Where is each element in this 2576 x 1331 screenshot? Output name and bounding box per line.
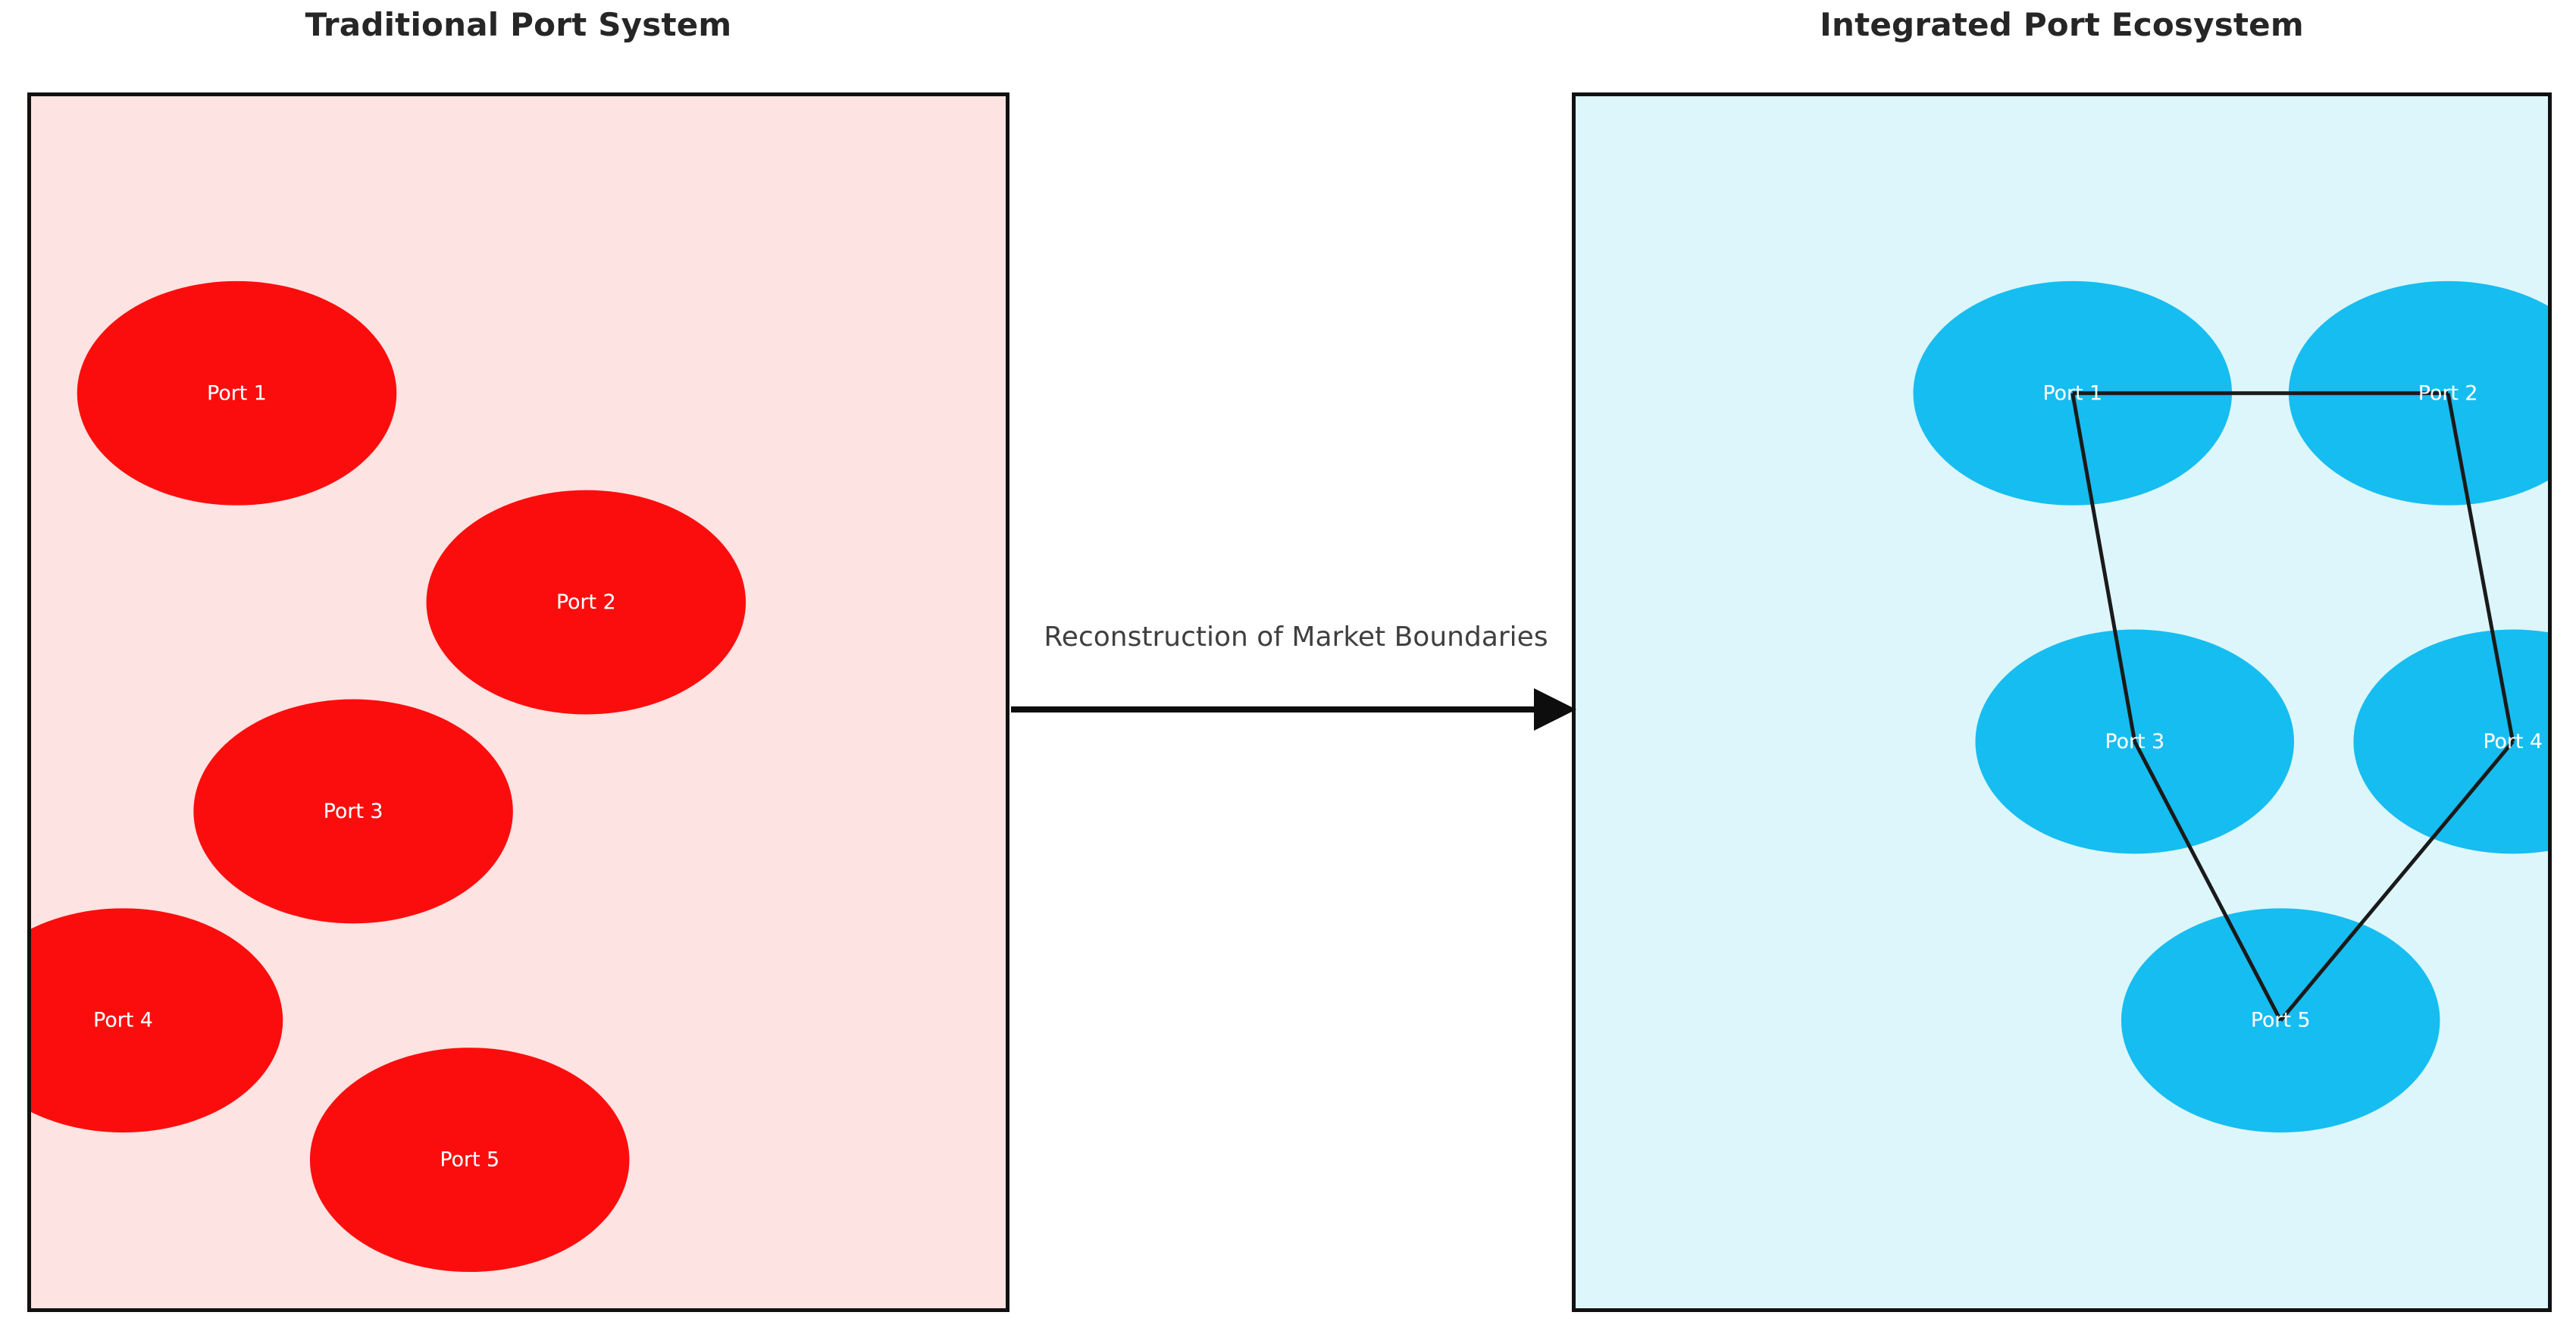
port-ellipse[interactable] — [193, 699, 513, 924]
edge-port-1-to-port-3 — [2071, 393, 2137, 742]
transition-arrow-icon — [1011, 688, 1576, 731]
edge-port-3-to-port-5 — [2133, 741, 2283, 1022]
port-ellipse[interactable] — [1913, 280, 2233, 506]
port-node-4[interactable]: Port 4 — [2353, 629, 2548, 854]
port-node-1[interactable]: Port 1 — [77, 280, 397, 506]
port-node-5[interactable]: Port 5 — [309, 1048, 630, 1273]
port-node-4[interactable]: Port 4 — [31, 908, 283, 1133]
port-node-2[interactable]: Port 2 — [426, 490, 747, 715]
transition-label: Reconstruction of Market Boundaries — [1044, 622, 1548, 653]
left-panel-title: Traditional Port System — [305, 6, 732, 43]
transition-arrow-group: Reconstruction of Market Boundaries — [1000, 622, 1592, 766]
port-ellipse[interactable] — [31, 908, 283, 1133]
port-node-3[interactable]: Port 3 — [193, 699, 513, 924]
edge-layer — [2071, 391, 2515, 1022]
edge-port-2-to-port-4 — [2446, 393, 2515, 742]
port-ellipse[interactable] — [426, 490, 747, 715]
right-panel-title: Integrated Port Ecosystem — [1820, 6, 2304, 43]
edge-port-4-to-port-5 — [2279, 740, 2515, 1022]
port-ellipse[interactable] — [2353, 629, 2548, 854]
port-ellipse[interactable] — [77, 280, 397, 506]
port-ellipse[interactable] — [309, 1048, 630, 1273]
